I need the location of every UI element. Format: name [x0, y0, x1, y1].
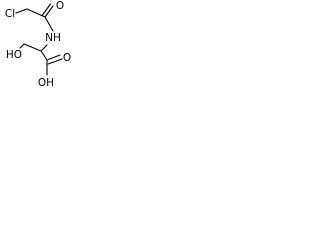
- bond-ch2-oh: [19, 43, 25, 49]
- bond-ch2-carbonyl: [26, 8, 46, 18]
- bond-cl-ch2: [15, 8, 28, 14]
- amide-oxygen-label: O: [56, 0, 64, 12]
- bond-nh-alpha-carbon: [40, 44, 48, 52]
- acid-oxygen-label: O: [63, 52, 71, 64]
- acid-hydroxyl-label: OH: [38, 77, 54, 89]
- bond-carbonyl-double-outer: [44, 5, 54, 18]
- amide-nitrogen-label: NH: [45, 32, 61, 44]
- bond-carbonyl-double-inner: [41, 3, 52, 16]
- bond-acid-double-right: [47, 58, 63, 65]
- bond-alpha-carbon-acid-carbon: [40, 50, 48, 61]
- bond-alpha-carbon-ch2: [23, 43, 42, 52]
- hydroxyl-label: HO: [6, 49, 22, 61]
- bond-carbonyl-nh: [44, 16, 54, 32]
- bond-acid-double-left: [46, 54, 61, 61]
- chemical-structure-diagram: Cl NH O HO O OH: [5, 0, 71, 89]
- chlorine-label: Cl: [5, 8, 15, 20]
